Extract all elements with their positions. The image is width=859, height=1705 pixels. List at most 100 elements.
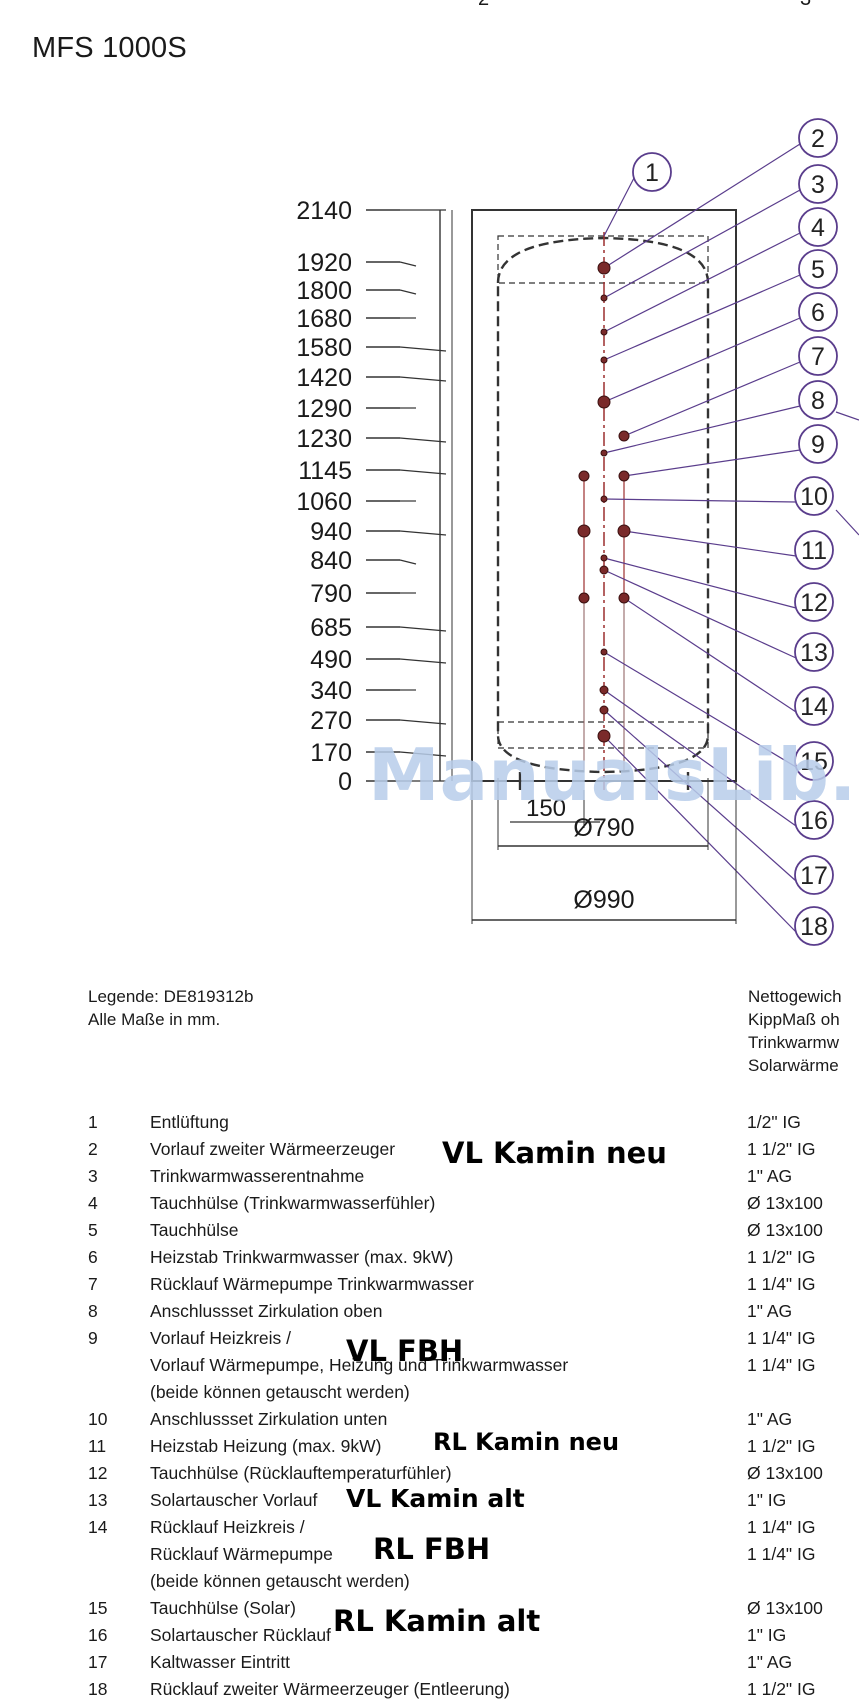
height-leader [399, 719, 447, 725]
tank-port [597, 729, 611, 743]
callout-leader [603, 709, 797, 882]
height-label: 340 [310, 677, 352, 705]
legend-row-connection: Ø 13x100 [747, 1598, 823, 1618]
height-label: 1230 [296, 425, 352, 453]
tank-port [597, 395, 611, 409]
callout-bubble [794, 530, 834, 570]
callout-number: 5 [811, 256, 825, 284]
legend-row-number: 11 [88, 1436, 107, 1456]
legend-row-description: Entlüftung [150, 1112, 229, 1132]
tank-ports [577, 261, 631, 743]
legend-row-description: Tauchhülse (Solar) [150, 1598, 296, 1618]
tank-port [599, 565, 609, 575]
legend-row-description: Rücklauf Wärmepumpe [150, 1544, 333, 1564]
legend-row-description: Kaltwasser Eintritt [150, 1652, 291, 1672]
height-lines [366, 209, 453, 782]
callout-leader [623, 449, 801, 477]
callout-leader [603, 735, 797, 933]
legend-row-number: 2 [88, 1139, 98, 1159]
height-leader [399, 289, 417, 295]
tank-inner-vessel [496, 236, 710, 774]
callout-bubble [794, 855, 834, 895]
height-leader [399, 530, 447, 536]
callout-leader [603, 274, 801, 361]
callout-bubble [794, 741, 834, 781]
legend-row-connection: 1" AG [747, 1166, 793, 1186]
legend-row-description: Vorlauf Heizkreis / [150, 1328, 292, 1348]
tank-port [600, 449, 608, 457]
legend-ref: Legende: DE819312b Alle Maße in mm. [88, 985, 253, 1031]
tank-body [471, 209, 737, 790]
tank-outer-insulation [471, 209, 737, 782]
height-label: 790 [310, 580, 352, 608]
callout-bubble [798, 336, 838, 376]
tank-port [618, 470, 630, 482]
tank-port [597, 261, 611, 275]
legend-row-number: 16 [88, 1625, 108, 1645]
callout-number: 10 [800, 483, 828, 511]
callout-bubble [798, 249, 838, 289]
weight-line: Solarwärme [748, 1056, 839, 1075]
legend-row-number: 3 [88, 1166, 98, 1186]
tank-port [600, 294, 608, 302]
legend-row-connection: 1 1/2" IG [747, 1139, 816, 1159]
callout-bubble [798, 207, 838, 247]
legend-row-description: Solartauscher Vorlauf [150, 1490, 318, 1510]
callout-leader [603, 569, 797, 659]
legend-row: Rücklauf Wärmepumpe 1 1/4" IG [88, 1544, 859, 1570]
legend-row-description: Heizstab Trinkwarmwasser (max. 9kW) [150, 1247, 454, 1267]
legend-row: (beide können getauscht werden) [88, 1382, 859, 1408]
callout-number: 3 [811, 171, 825, 199]
legend-ref-text: Legende: DE819312b [88, 987, 254, 1006]
tank-port [578, 592, 590, 604]
annotation-vl-kamin-alt: VL Kamin alt [346, 1484, 525, 1513]
legend-row-connection: 1 1/4" IG [747, 1355, 816, 1375]
legend-row-connection: 1 1/4" IG [747, 1544, 816, 1564]
callout-leader [603, 177, 635, 237]
legend-row-connection: 1" AG [747, 1409, 793, 1429]
legend-row-connection: 1" AG [747, 1652, 793, 1672]
callout-number: 13 [800, 639, 828, 667]
legend-row-description: Rücklauf Wärmepumpe Trinkwarmwasser [150, 1274, 474, 1294]
height-label: 270 [310, 707, 352, 735]
legend-row-number: 4 [88, 1193, 98, 1213]
legend-row-number: 12 [88, 1463, 108, 1483]
callout-leader [603, 317, 801, 403]
height-leader [399, 261, 417, 267]
legend-row-number: 14 [88, 1517, 108, 1537]
callout-bubble [798, 424, 838, 464]
legend-row-description: Anschlussset Zirkulation unten [150, 1409, 388, 1429]
legend-row-description: Tauchhülse (Trinkwarmwasserfühler) [150, 1193, 436, 1213]
legend-row-connection: 1 1/2" IG [747, 1436, 816, 1456]
legend-row-number: 6 [88, 1247, 98, 1267]
tank-diagram: 2140192018001680158014201290123011451060… [296, 118, 859, 946]
height-label: 1420 [296, 364, 352, 392]
callout-bubble [794, 632, 834, 672]
callout-number: 11 [801, 537, 827, 565]
callout-number: 4 [811, 214, 825, 242]
callout-number: 9 [811, 431, 825, 459]
callout-leader [835, 509, 859, 536]
height-label: 490 [310, 646, 352, 674]
tank-port [600, 328, 608, 336]
legend-row: (beide können getauscht werden) [88, 1571, 859, 1597]
legend-row-number: 7 [88, 1274, 98, 1294]
callout-leader [603, 498, 797, 503]
tank-port [599, 685, 609, 695]
height-label: 940 [310, 518, 352, 546]
callout-leader [603, 405, 801, 454]
tank-port [599, 705, 609, 715]
legend-row-description: Vorlauf zweiter Wärmeerzeuger [150, 1139, 396, 1159]
callout-leader [603, 232, 801, 333]
dim-150-label: 150 [526, 795, 566, 822]
